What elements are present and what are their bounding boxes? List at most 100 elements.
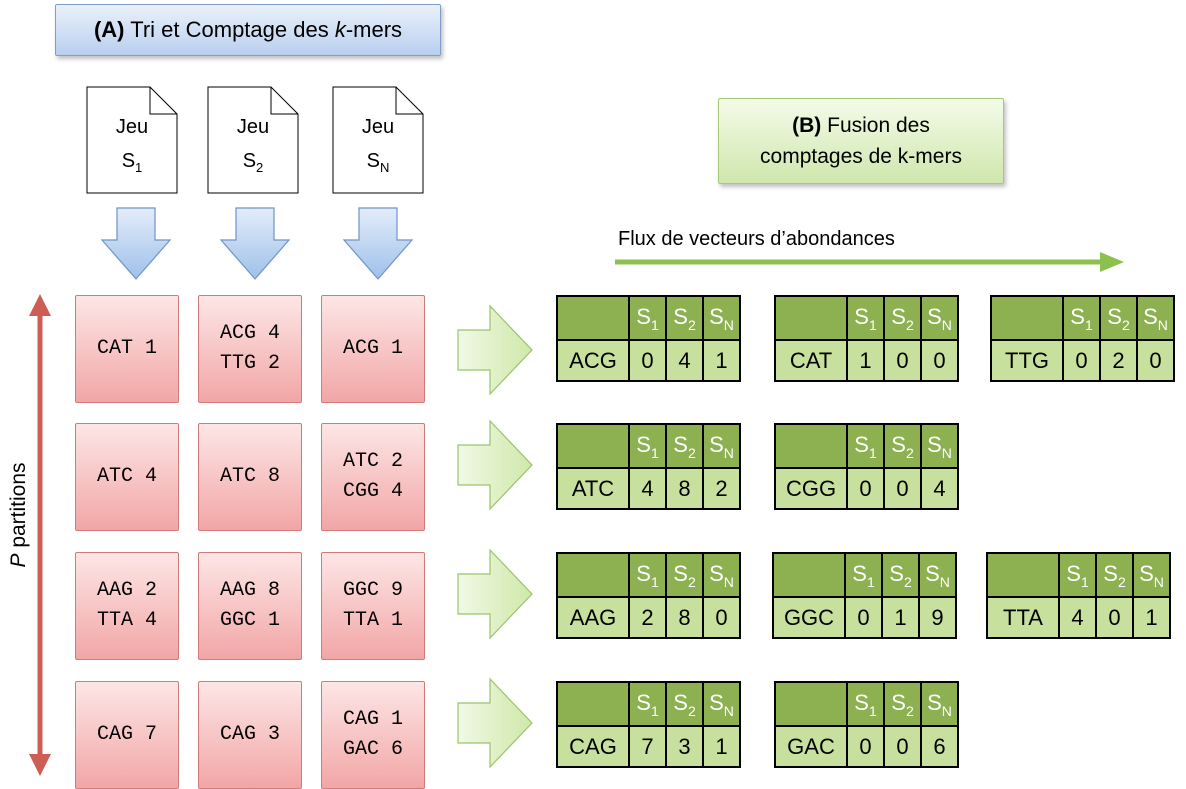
right-arrow-icon — [457, 304, 533, 396]
header-sample-cell: SN — [1132, 552, 1171, 598]
count-cell: 0 — [628, 339, 667, 382]
count-cell: 4 — [628, 467, 667, 510]
partition-box: ATC 8 — [198, 423, 302, 531]
header-sample-cell: S2 — [665, 681, 704, 727]
header-sample-cell: S2 — [883, 295, 922, 341]
right-arrow-icon — [457, 419, 533, 511]
header-sample-cell: S1 — [846, 681, 885, 727]
header-sample-cell: S2 — [883, 423, 922, 469]
header-sample-cell: S1 — [628, 681, 667, 727]
count-cell: 1 — [1132, 596, 1171, 639]
header-sample-cell: S2 — [883, 681, 922, 727]
header-sample-cell: S2 — [665, 552, 704, 598]
count-cell: 2 — [702, 467, 741, 510]
header-sample-cell: SN — [1136, 295, 1175, 341]
header-sample-cell: S1 — [846, 295, 885, 341]
header-empty-cell — [556, 552, 630, 598]
count-cell: 6 — [920, 725, 959, 768]
down-arrow-icon — [342, 207, 414, 280]
flow-label: Flux de vecteurs d’abondances — [618, 228, 895, 250]
partition-box: CAG 3 — [198, 681, 302, 789]
down-arrow-icon — [100, 207, 172, 280]
kmer-cell: CAG — [556, 725, 630, 768]
partition-box: CAT 1 — [75, 295, 179, 403]
header-empty-cell — [774, 423, 848, 469]
count-cell: 0 — [883, 339, 922, 382]
count-cell: 1 — [702, 339, 741, 382]
header-empty-cell — [774, 295, 848, 341]
header-sample-cell: S1 — [1058, 552, 1097, 598]
dataset-doc-2: Jeu S2 — [207, 86, 299, 194]
count-cell: 8 — [665, 596, 704, 639]
header-empty-cell — [772, 552, 846, 598]
header-empty-cell — [990, 295, 1064, 341]
kmer-cell: ACG — [556, 339, 630, 382]
count-cell: 0 — [846, 467, 885, 510]
header-empty-cell — [556, 423, 630, 469]
kmer-cell: CGG — [774, 467, 848, 510]
header-empty-cell — [556, 681, 630, 727]
count-cell: 1 — [846, 339, 885, 382]
header-sample-cell: SN — [702, 681, 741, 727]
partition-box: ATC 4 — [75, 423, 179, 531]
header-sample-cell: S2 — [1099, 295, 1138, 341]
header-sample-cell: SN — [918, 552, 957, 598]
header-sample-cell: S2 — [665, 423, 704, 469]
right-arrow-icon — [457, 677, 533, 769]
count-cell: 8 — [665, 467, 704, 510]
header-sample-cell: S2 — [1095, 552, 1134, 598]
count-cell: 0 — [883, 467, 922, 510]
document-icon — [207, 86, 299, 194]
header-empty-cell — [986, 552, 1060, 598]
count-cell: 4 — [665, 339, 704, 382]
header-empty-cell — [774, 681, 848, 727]
count-cell: 4 — [920, 467, 959, 510]
count-cell: 4 — [1058, 596, 1097, 639]
header-sample-cell: SN — [702, 423, 741, 469]
count-cell: 0 — [883, 725, 922, 768]
count-cell: 0 — [844, 596, 883, 639]
count-cell: 0 — [1062, 339, 1101, 382]
header-sample-cell: SN — [920, 681, 959, 727]
kmer-cell: GGC — [772, 596, 846, 639]
header-sample-cell: SN — [920, 295, 959, 341]
partitions-axis-label: P partitions — [7, 462, 30, 568]
header-sample-cell: SN — [702, 552, 741, 598]
count-cell: 0 — [1095, 596, 1134, 639]
up-arrow-icon — [29, 294, 51, 316]
kmer-cell: TTA — [986, 596, 1060, 639]
count-cell: 1 — [702, 725, 741, 768]
header-sample-cell: S1 — [628, 423, 667, 469]
header-sample-cell: S1 — [846, 423, 885, 469]
header-sample-cell: S1 — [844, 552, 883, 598]
header-sample-cell: S1 — [628, 295, 667, 341]
count-cell: 9 — [918, 596, 957, 639]
down-arrow-icon — [29, 754, 51, 776]
down-arrow-icon — [219, 207, 291, 280]
dataset-doc-n: Jeu SN — [332, 86, 424, 194]
kmer-cell: TTG — [990, 339, 1064, 382]
right-arrow-icon — [457, 548, 533, 640]
